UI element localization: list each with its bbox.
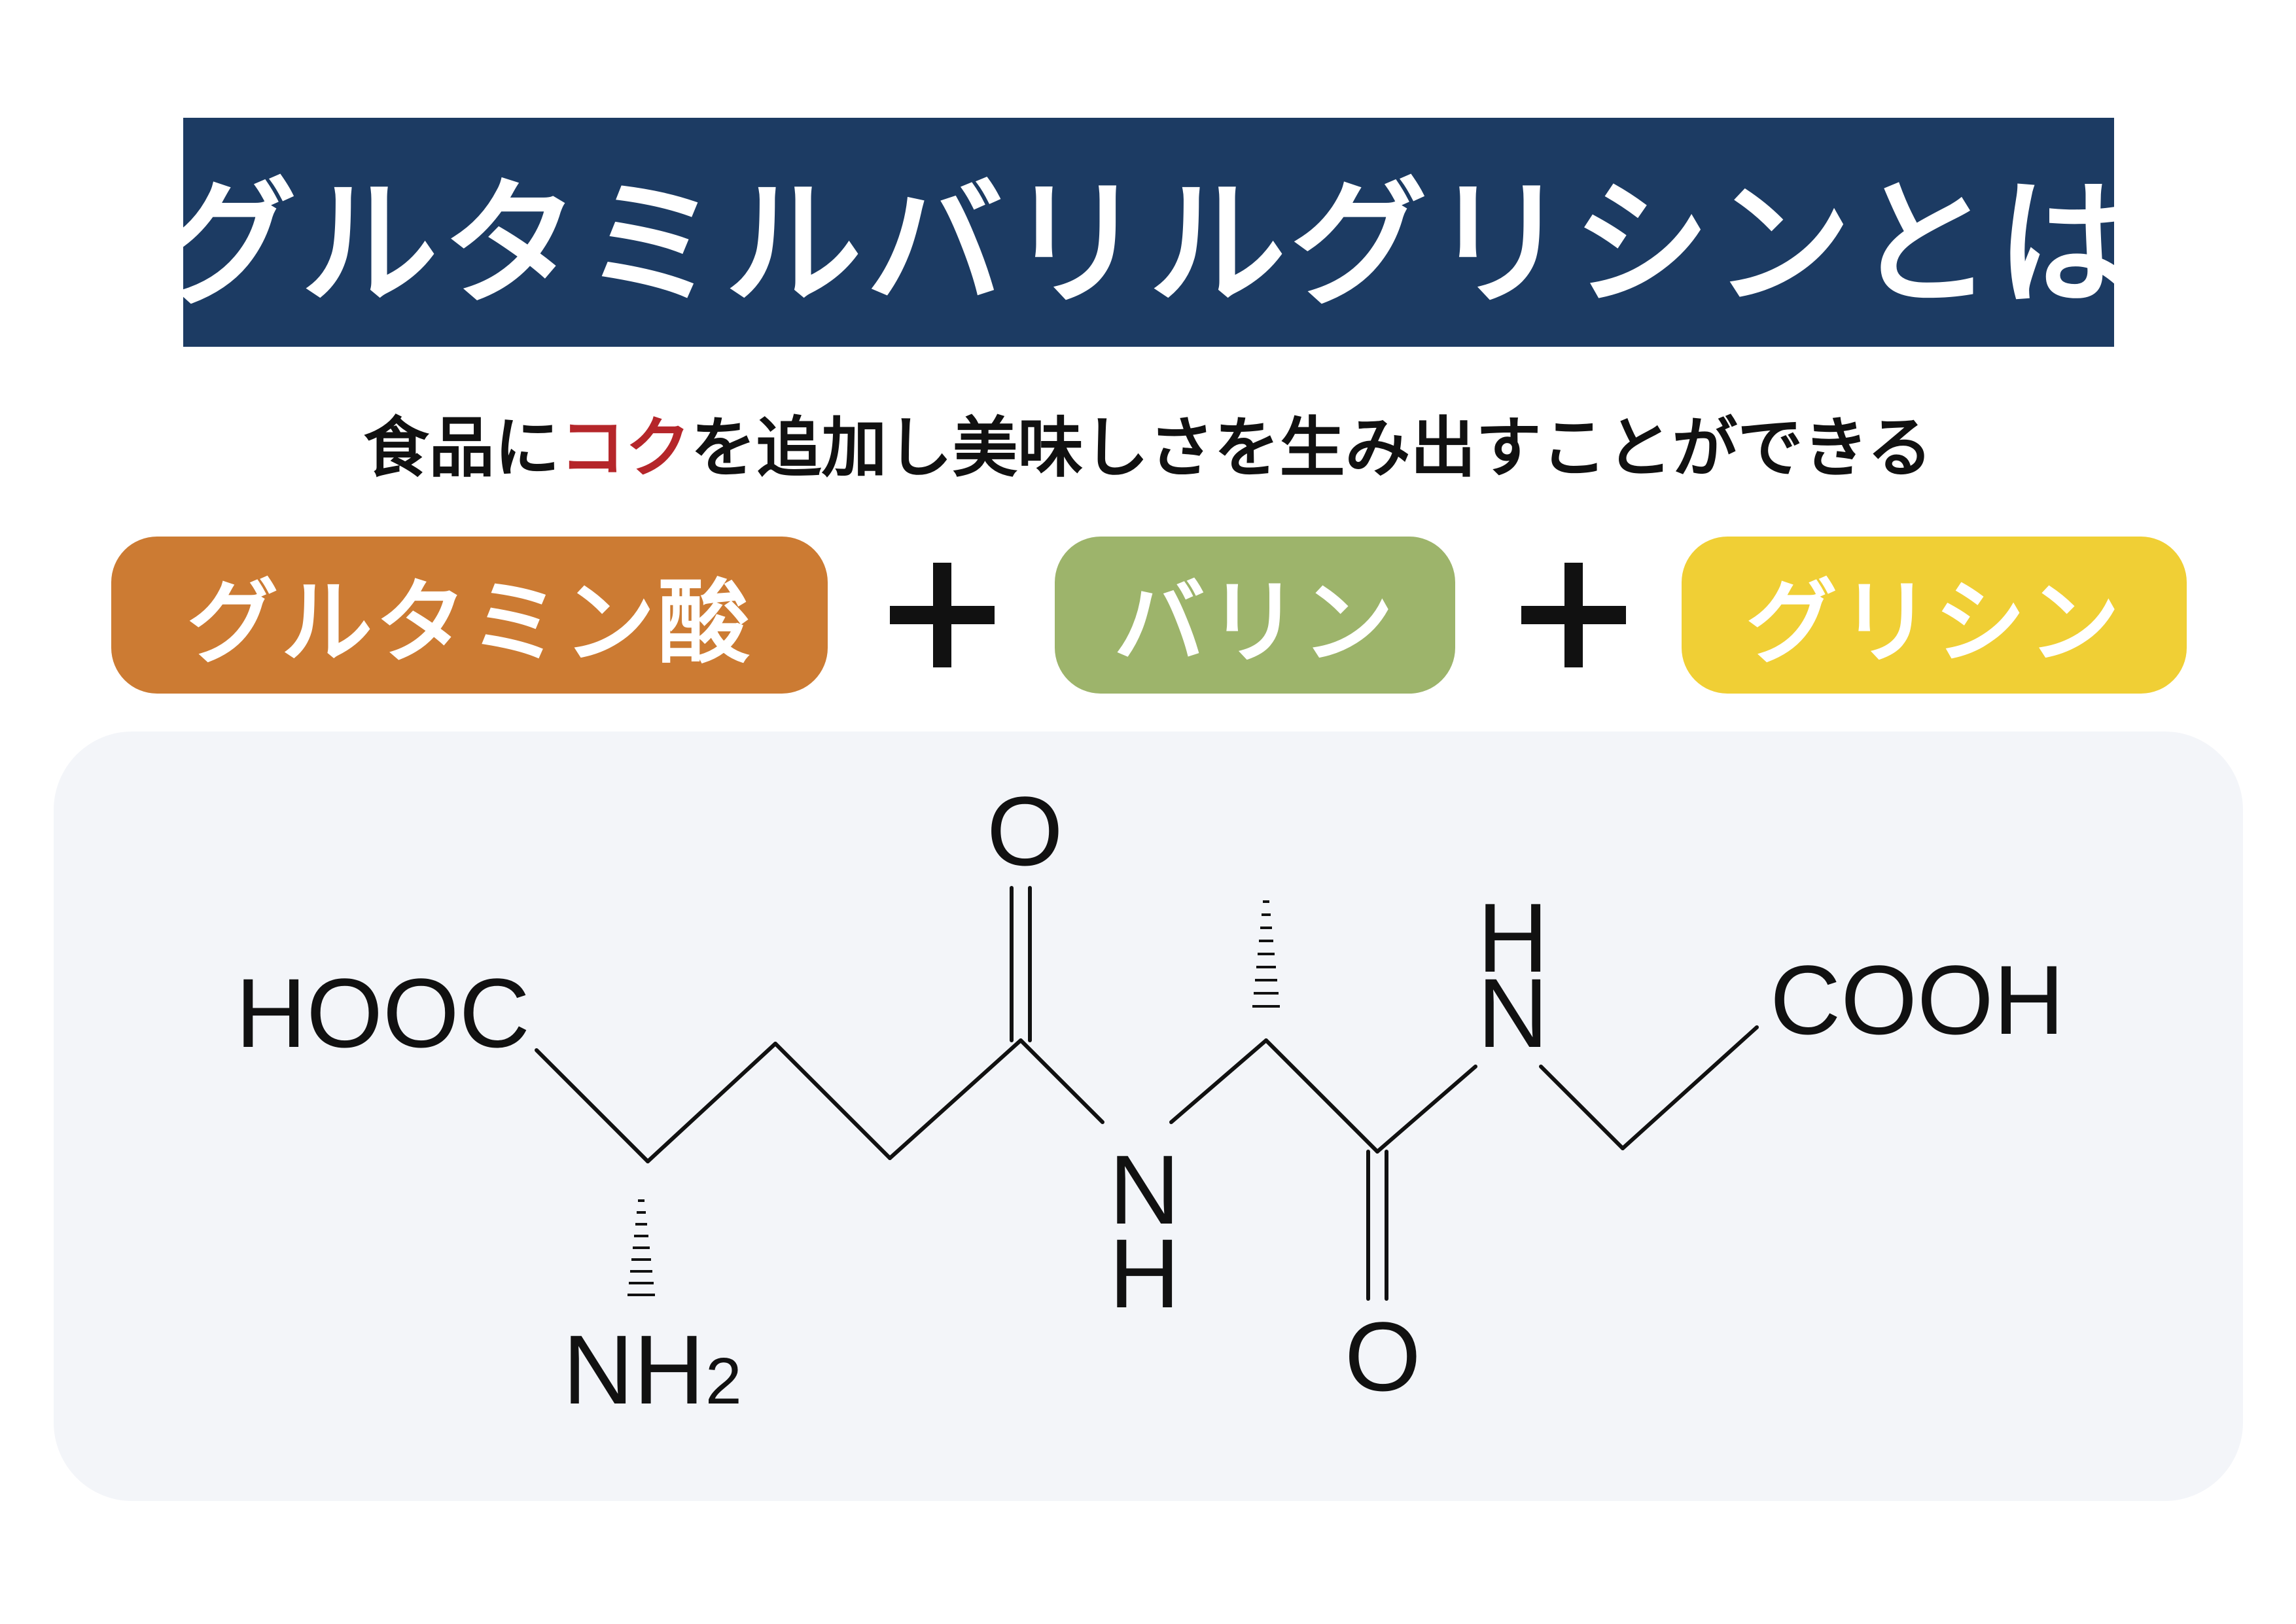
label-nh2-subscript: 2 — [705, 1345, 742, 1418]
component-valine: バリン — [1055, 537, 1455, 694]
bond — [1169, 1038, 1268, 1124]
label-amide1-n: N — [1109, 1135, 1180, 1244]
bond — [1539, 1065, 1625, 1150]
bonds — [535, 886, 1759, 1301]
label-amide2-h: H — [1477, 883, 1548, 993]
component-label: グリシン — [1745, 570, 2123, 677]
label-amide2-n: N — [1477, 958, 1548, 1068]
subtitle-text-after: を追加し美味しさを生み出すことができる — [690, 409, 1933, 486]
subtitle: 食品にコクを追加し美味しさを生み出すことができる — [0, 393, 2296, 491]
label-oxygen-top: O — [987, 776, 1063, 886]
label-hooc: HOOC — [236, 958, 530, 1068]
title-banner: グルタミルバリルグリシンとは — [160, 118, 2134, 347]
subtitle-text-before: 食品に — [363, 409, 560, 486]
label-nh2: NH — [563, 1315, 705, 1424]
bond — [1621, 1025, 1759, 1150]
component-label: グルタミン酸 — [186, 570, 752, 677]
structure-panel — [54, 732, 2243, 1501]
label-oxygen-bottom: O — [1345, 1301, 1421, 1411]
plus-icon — [890, 563, 995, 667]
label-cooh: COOH — [1770, 945, 2064, 1055]
subtitle-highlight: コク — [559, 409, 691, 486]
bond — [1375, 1065, 1477, 1154]
bond — [1019, 1038, 1104, 1124]
component-glycine: グリシン — [1682, 537, 2187, 694]
component-label: バリン — [1113, 570, 1396, 677]
bond — [535, 1048, 650, 1163]
label-amide1-h: H — [1109, 1218, 1180, 1328]
page-title: グルタミルバリルグリシンとは — [159, 164, 2138, 325]
hashed-wedge-methyl — [1252, 900, 1280, 1008]
plus-icon — [1521, 563, 1626, 667]
bond — [773, 1042, 892, 1160]
hashed-wedge-nh2 — [627, 1199, 655, 1296]
bond — [646, 1042, 777, 1163]
bond — [888, 1038, 1023, 1160]
component-glutamic-acid: グルタミン酸 — [111, 537, 828, 694]
bond — [1264, 1038, 1379, 1154]
